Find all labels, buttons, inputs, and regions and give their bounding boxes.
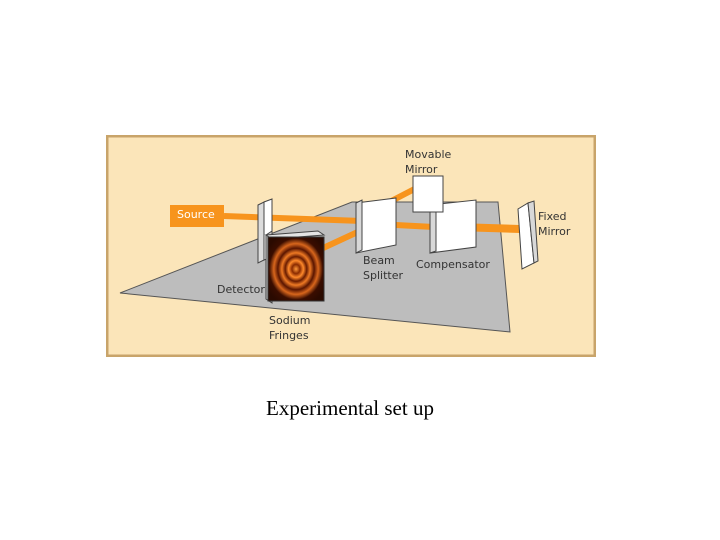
sodium-fringes-label: Sodium Fringes: [269, 314, 311, 342]
beam-splitter-to-compensator: [395, 222, 435, 230]
beam-source-to-splitter: [223, 213, 363, 224]
beam-splitter-label: Beam Splitter: [363, 254, 403, 282]
beam-splitter-edge: [355, 199, 363, 254]
diagram-canvas: [106, 135, 596, 357]
sodium-fringes-image: [267, 236, 325, 302]
compensator-label: Compensator: [416, 258, 490, 271]
movable-mirror: [412, 175, 444, 213]
figure-caption: Experimental set up: [266, 396, 434, 420]
source-aperture-plate: [257, 201, 265, 264]
fixed-mirror-edge: [527, 200, 539, 264]
source-label: Source: [177, 208, 215, 221]
interferometer-diagram: Source Movable Mirror Fixed Mirror Beam …: [106, 135, 596, 357]
movable-mirror-label: Movable Mirror: [405, 148, 452, 176]
detector-label: Detector: [217, 283, 265, 296]
fixed-mirror-label: Fixed Mirror: [538, 210, 571, 238]
beam-to-detector: [319, 227, 364, 252]
source-box: Source: [170, 205, 224, 227]
